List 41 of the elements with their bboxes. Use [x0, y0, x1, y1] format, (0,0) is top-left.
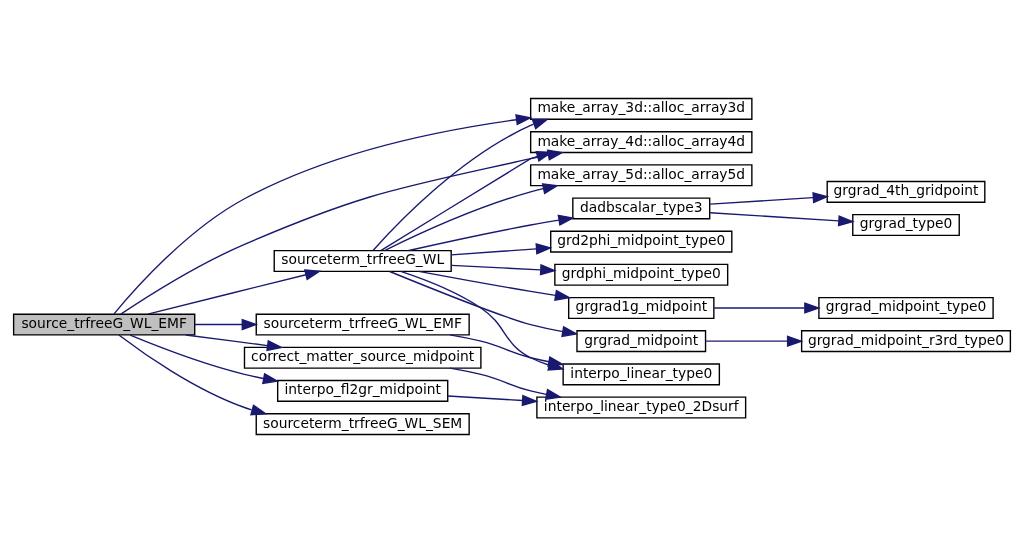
node-box: sourceterm_trfreeG_WL_EMF [255, 313, 470, 336]
node-box: make_array_3d::alloc_array3d [529, 97, 753, 120]
node-box: sourceterm_trfreeG_WL_SEM [255, 413, 470, 436]
node-box: make_array_5d::alloc_array5d [529, 164, 753, 187]
arrow [450, 243, 553, 256]
node-box: interpo_fl2gr_midpoint [277, 379, 449, 402]
arrow [120, 149, 565, 315]
arrow [408, 214, 575, 252]
arrow [383, 183, 560, 252]
arrow [713, 302, 821, 314]
node-box: grgrad_type0 [852, 213, 960, 237]
arrow [705, 335, 804, 347]
node-box: grdphi_midpoint_type0 [554, 263, 729, 286]
arrow [709, 191, 830, 205]
node-box: grgrad_4th_gridpoint [826, 180, 986, 203]
arrow [372, 118, 550, 251]
arrow [450, 264, 557, 276]
node-box: grd2phi_midpoint_type0 [550, 230, 733, 253]
node-box: grgrad_midpoint_r3rd_type0 [800, 330, 1012, 353]
arrow [118, 334, 268, 416]
arrow [449, 367, 563, 401]
node-box: interpo_linear_type0_2Dsurf [536, 396, 747, 419]
node-box: correct_matter_source_midpoint [243, 346, 482, 369]
arrow [709, 212, 855, 227]
node-box: grgrad_midpoint_type0 [818, 296, 994, 320]
arrow [147, 269, 322, 315]
node-box: make_array_4d::alloc_array4d [529, 131, 753, 154]
arrow [389, 270, 579, 338]
node-box: dadbscalar_type3 [572, 197, 711, 220]
arrow [418, 270, 572, 302]
arrow [447, 394, 539, 407]
node-box: source_trfreeG_WL_EMF [12, 313, 196, 336]
node-box: interpo_linear_type0 [562, 363, 721, 386]
arrow [113, 114, 533, 315]
node-box: grgrad_midpoint [576, 330, 707, 353]
arrow [194, 318, 259, 331]
arrow [449, 334, 565, 368]
arrow [129, 334, 280, 385]
node-box: grgrad1g_midpoint [568, 296, 715, 320]
arrow [185, 334, 284, 352]
node-box: sourceterm_trfreeG_WL [273, 249, 452, 273]
